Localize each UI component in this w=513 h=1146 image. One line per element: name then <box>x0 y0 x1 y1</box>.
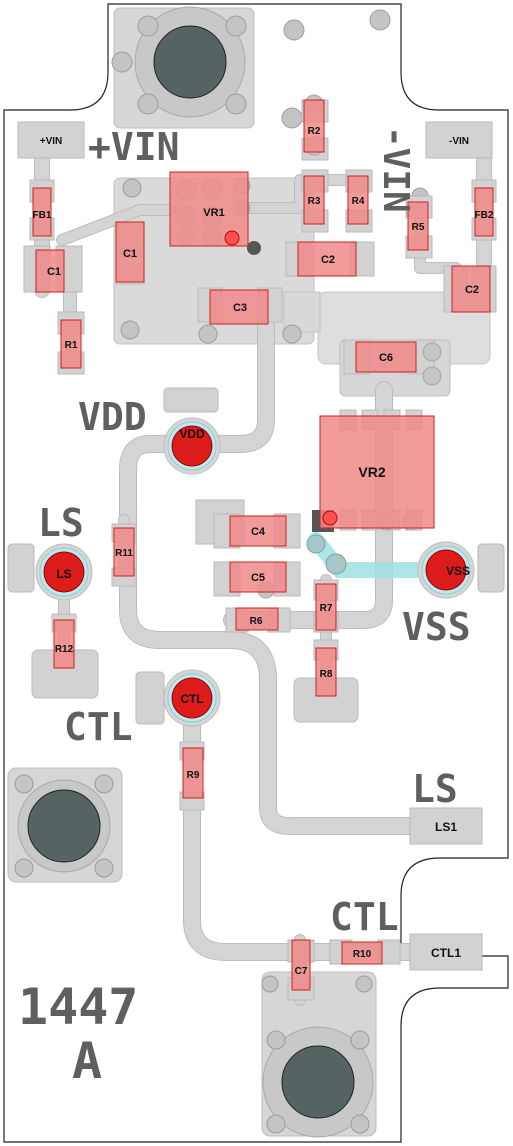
component-bodies <box>32 99 494 991</box>
label-c2-right: C2 <box>465 284 479 296</box>
label-c7: C7 <box>295 966 308 977</box>
tp-ctl-label: CTL <box>180 692 203 706</box>
silk-ls-left: LS <box>38 501 84 545</box>
connector-ctl1: CTL1 <box>431 946 461 960</box>
label-r5: R5 <box>412 222 425 233</box>
label-r6: R6 <box>250 616 263 627</box>
label-r7: R7 <box>320 603 333 614</box>
label-r10: R10 <box>353 949 372 960</box>
silkscreen: +VIN -VIN VDD LS VSS CTL LS CTL 1447 A <box>18 125 471 1090</box>
connector-labels: +VIN -VIN LS1 CTL1 <box>40 136 469 960</box>
label-vr1: VR1 <box>203 207 224 219</box>
label-vr2: VR2 <box>358 464 385 480</box>
component-labels: VR1 VR2 FB1 FB2 C1 C1 C2 C2 C3 C4 C5 C6 … <box>33 126 494 977</box>
label-c1-left: C1 <box>47 266 61 278</box>
label-fb1: FB1 <box>33 210 52 221</box>
label-r1: R1 <box>65 340 78 351</box>
label-r11: R11 <box>115 548 133 559</box>
label-r4: R4 <box>352 196 365 207</box>
connector-vin-pos: +VIN <box>40 136 63 147</box>
silk-vin-pos: +VIN <box>88 125 180 169</box>
label-c6: C6 <box>379 352 393 364</box>
tp-vdd-label: VDD <box>179 427 205 441</box>
connector-ls1: LS1 <box>435 820 457 834</box>
tp-vss-label: VSS <box>446 564 470 578</box>
silk-part-number: 1447 <box>18 978 138 1036</box>
label-r8: R8 <box>320 669 333 680</box>
silk-vin-neg: -VIN <box>375 126 416 213</box>
silk-vdd: VDD <box>78 395 147 439</box>
label-c3: C3 <box>233 302 247 314</box>
silk-vss: VSS <box>402 605 471 649</box>
connector-pads <box>17 121 493 971</box>
silk-ctl-left: CTL <box>64 705 133 749</box>
label-fb2: FB2 <box>475 210 494 221</box>
test-point-labels: VDD LS CTL VSS <box>56 427 470 706</box>
silk-ctl-right: CTL <box>330 895 399 939</box>
label-r2: R2 <box>308 126 321 137</box>
test-points <box>35 417 475 727</box>
label-r9: R9 <box>187 770 200 781</box>
label-c2-mid: C2 <box>321 254 335 266</box>
label-c4: C4 <box>251 526 266 538</box>
label-r12: R12 <box>55 644 74 655</box>
silk-ls-right: LS <box>412 767 458 811</box>
label-c5: C5 <box>251 572 265 584</box>
label-c1-mid: C1 <box>123 248 137 260</box>
connector-vin-neg: -VIN <box>449 136 469 147</box>
silk-revision: A <box>72 1032 102 1090</box>
tp-ls-label: LS <box>56 567 71 581</box>
label-r3: R3 <box>308 196 321 207</box>
